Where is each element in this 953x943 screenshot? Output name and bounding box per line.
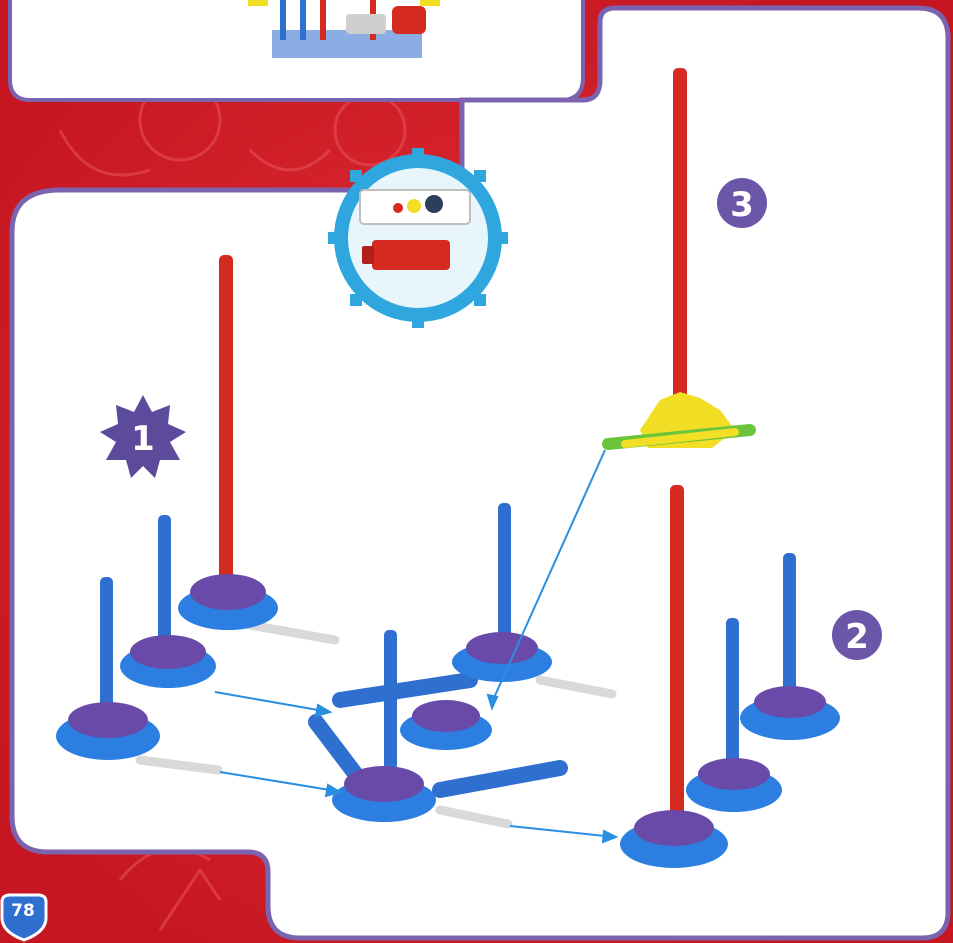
step-3-marker: 3 <box>717 178 767 228</box>
motor-gearbox-part <box>360 190 470 224</box>
page-number: 78 <box>2 901 44 921</box>
step-2-number: 2 <box>845 617 869 657</box>
step-2-marker: 2 <box>832 610 882 660</box>
red-rod <box>673 68 687 416</box>
red-rod <box>670 485 684 820</box>
parts-callout <box>328 148 508 328</box>
step-3-number: 3 <box>730 185 754 225</box>
red-rod <box>219 255 233 595</box>
step-1-number: 1 <box>131 419 155 459</box>
blue-rod <box>783 553 796 703</box>
battery-pack-part <box>362 240 450 270</box>
blue-rod <box>498 503 511 653</box>
blue-rod <box>158 515 171 645</box>
blue-rod <box>100 577 113 717</box>
blue-rod <box>726 618 739 768</box>
